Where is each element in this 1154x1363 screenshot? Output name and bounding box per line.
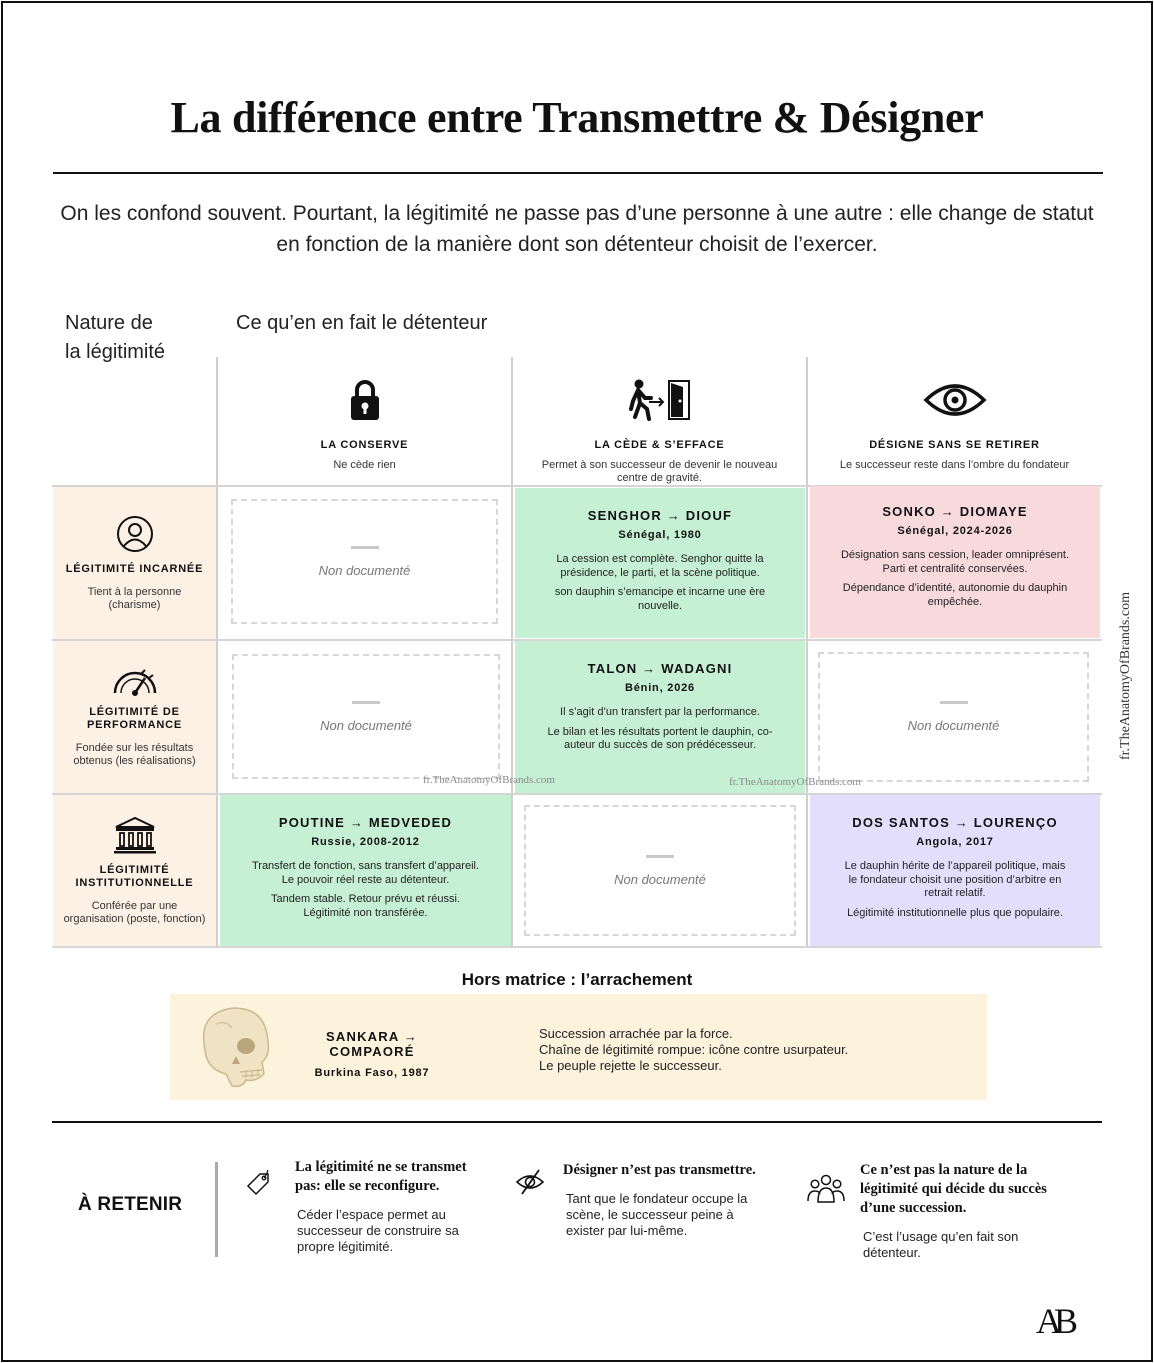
person-icon [116, 515, 153, 552]
watermark: fr.TheAnatomyOfBrands.com [729, 776, 861, 788]
group-icon [807, 1173, 845, 1210]
grid-line [52, 485, 1102, 487]
side-watermark: fr.TheAnatomyOfBrands.com [1118, 592, 1133, 760]
divider [52, 1121, 1102, 1123]
not-documented-cell: Non documenté [232, 654, 500, 779]
case-senghor-diouf: SENGHOR → DIOUF Sénégal, 1980 La cession… [515, 488, 805, 638]
tag-icon [244, 1167, 272, 1203]
case-talon-wadagni: TALON → WADAGNI Bénin, 2026 Il s’agit d’… [515, 641, 805, 793]
divider [215, 1162, 218, 1257]
row-header-incarnee: LÉGITIMITÉ INCARNÉE Tient à la personne … [53, 487, 216, 639]
case-sankara-compaore: SANKARA → COMPAORÉ Burkina Faso, 1987 Su… [170, 994, 987, 1100]
case-poutine-medveded: POUTINE → MEDVEDED Russie, 2008-2012 Tra… [220, 795, 511, 946]
institution-icon [113, 816, 156, 853]
grid-line [52, 946, 1102, 948]
retain-item-1: La légitimité ne se transmet pas: elle s… [295, 1159, 467, 1254]
grid-line [52, 639, 1102, 641]
watermark: fr.TheAnatomyOfBrands.com [423, 774, 555, 786]
divider [53, 172, 1103, 174]
not-documented-cell: Non documenté [818, 652, 1089, 782]
section-heading-hors-matrice: Hors matrice : l’arrachement [461, 970, 693, 989]
not-documented-cell: Non documenté [524, 805, 796, 936]
grid-line [52, 793, 1102, 795]
case-dossantos-lourenco: DOS SANTOS → LOURENÇO Angola, 2017 Le da… [810, 795, 1100, 946]
retain-title: À RETENIR [78, 1194, 183, 1215]
intro-text: On les confond souvent. Pourtant, la lég… [60, 202, 1094, 256]
brand-logo: AB [1036, 1301, 1078, 1341]
retain-item-2: Désigner n’est pas transmettre. Tant que… [563, 1162, 756, 1238]
gauge-icon [113, 669, 156, 696]
exit-door-icon [513, 375, 806, 425]
column-header-cede: LA CÈDE & S’EFFACE Permet à son successe… [513, 375, 806, 485]
columns-axis-label: Ce qu’en en fait le détenteur [236, 312, 488, 334]
eye-slash-icon [515, 1167, 545, 1202]
grid-line [216, 357, 218, 947]
page-title: La différence entre Transmettre & Désign… [170, 93, 984, 142]
eye-icon [808, 375, 1101, 425]
row-header-performance: LÉGITIMITÉ DE PERFORMANCE Fondée sur les… [53, 641, 216, 793]
case-sonko-diomaye: SONKO → DIOMAYE Sénégal, 2024-2026 Désig… [810, 486, 1100, 638]
column-header-conserve: LA CONSERVE Ne cède rien [218, 375, 511, 472]
column-header-designe: DÉSIGNE SANS SE RETIRER Le successeur re… [808, 375, 1101, 472]
retain-item-3: Ce n’est pas la nature de la légitimité … [860, 1162, 1047, 1260]
grid-line [511, 357, 513, 947]
grid-line [806, 357, 808, 947]
rows-axis-label: Nature de la légitimité [65, 312, 166, 363]
skull-icon [202, 1007, 270, 1088]
not-documented-cell: Non documenté [231, 499, 498, 624]
row-header-institutionnelle: LÉGITIMITÉ INSTITUTIONNELLE Conférée par… [53, 795, 216, 946]
lock-icon [218, 375, 511, 425]
